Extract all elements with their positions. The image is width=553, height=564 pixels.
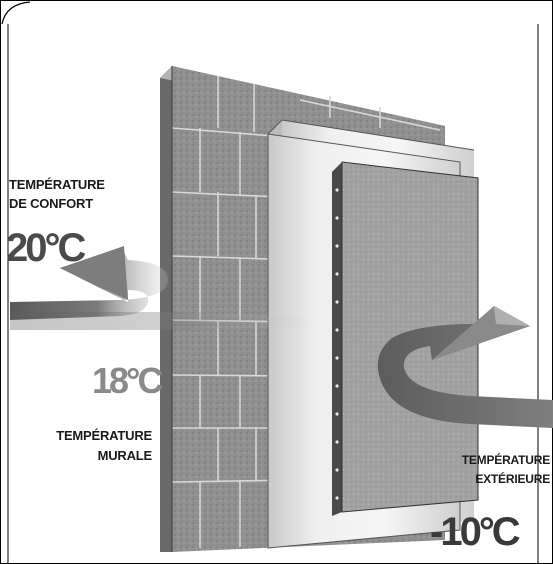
wall-temperature-value: 18°C	[92, 360, 163, 401]
comfort-temperature-value: 20°C	[6, 226, 86, 270]
exterior-temperature-value: -10°C	[430, 510, 521, 554]
wall-title-line2: MURALE	[97, 448, 153, 463]
wall-temperature-title: TEMPÉRATURE MURALE	[40, 427, 152, 464]
comfort-title-line1: TEMPÉRATURE	[9, 177, 105, 192]
wall-title-line1: TEMPÉRATURE	[56, 428, 152, 443]
cold-air-arrow-icon	[377, 306, 553, 428]
exterior-title-line1: TEMPÉRATURE	[461, 453, 550, 467]
comfort-temperature-title: TEMPÉRATURE DE CONFORT	[9, 177, 105, 212]
exterior-title-line2: EXTÉRIEURE	[475, 472, 550, 486]
exterior-board-icon	[332, 161, 479, 516]
comfort-title-line2: DE CONFORT	[9, 196, 93, 211]
warm-air-arrow-icon	[10, 246, 310, 330]
exterior-temperature-title: TEMPÉRATURE EXTÉRIEURE	[436, 452, 550, 487]
